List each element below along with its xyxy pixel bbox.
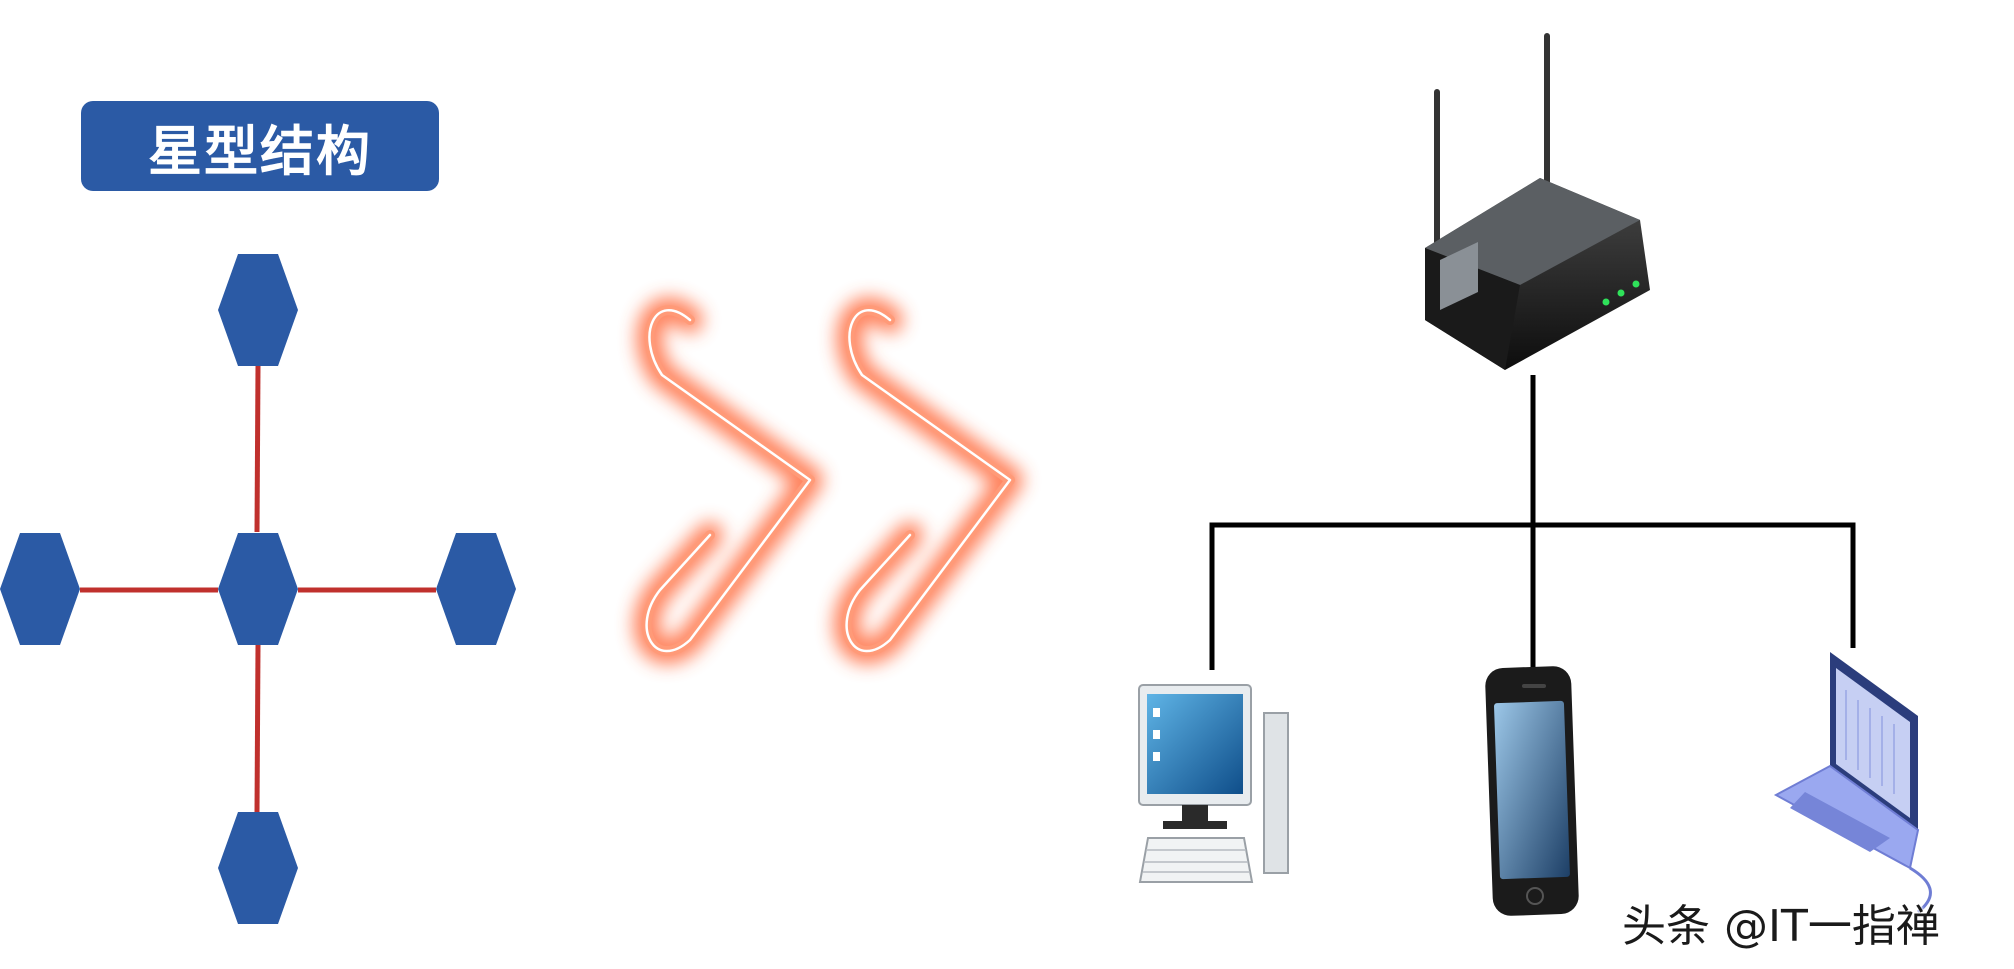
star-links bbox=[80, 365, 436, 813]
node-right bbox=[436, 533, 516, 645]
node-bottom bbox=[218, 812, 298, 924]
laptop-icon bbox=[1773, 652, 1932, 914]
router-icon bbox=[1425, 33, 1650, 370]
link-hub-bottom bbox=[254, 644, 261, 813]
title-text: 星型结构 bbox=[148, 119, 372, 183]
double-chevron-right-icon bbox=[633, 297, 1023, 664]
smartphone-icon bbox=[1485, 666, 1579, 916]
star-nodes bbox=[0, 254, 516, 924]
watermark-text: 头条 @IT一指禅 bbox=[1622, 901, 1940, 952]
node-top bbox=[218, 254, 298, 366]
title-badge: 星型结构 bbox=[81, 101, 439, 191]
node-left bbox=[0, 533, 80, 645]
link-hub-top bbox=[254, 365, 261, 533]
desktop-computer-icon bbox=[1138, 684, 1289, 883]
node-hub bbox=[218, 533, 298, 645]
device-tree-lines bbox=[1209, 375, 1856, 670]
